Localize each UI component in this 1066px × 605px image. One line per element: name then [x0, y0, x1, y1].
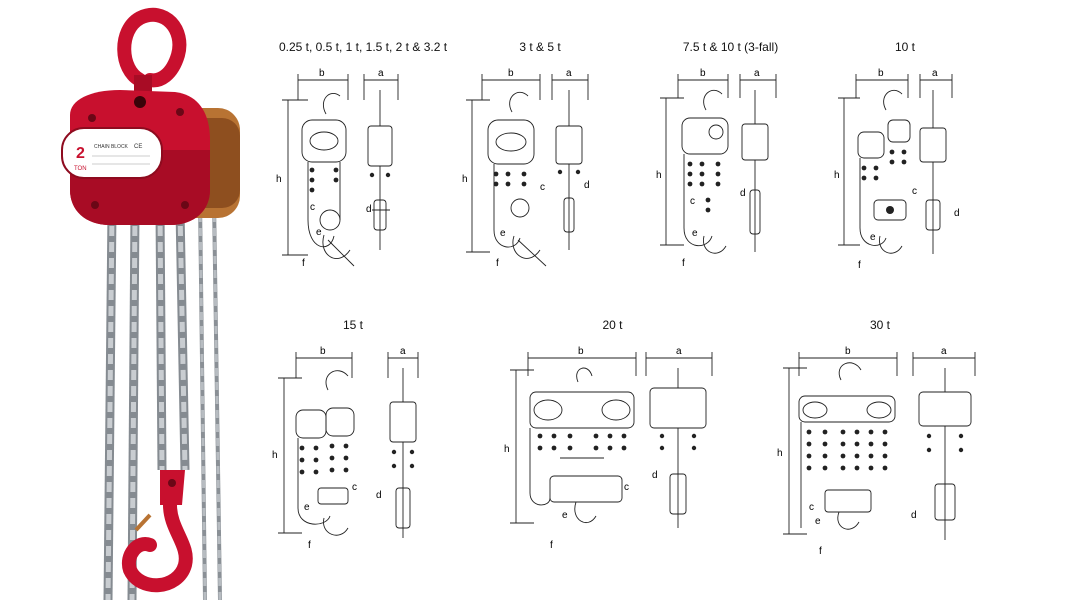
dim-label-e: e	[692, 228, 698, 239]
dimension-drawing: b a h c d e f	[272, 346, 419, 551]
dim-label-a: a	[566, 68, 572, 79]
dim-label-h: h	[272, 450, 278, 461]
chain-hoist-photo: 2 TON CHAIN BLOCK CE	[0, 0, 260, 601]
diagram-panel-p1: 0.25 t, 0.5 t, 1 t, 1.5 t, 2 t & 3.2 t	[268, 40, 458, 280]
diagram-panel-p2: 3 t & 5 t b a h c d	[460, 40, 620, 280]
dimension-drawing: b a h c d e f	[276, 68, 399, 269]
dim-label-h: h	[504, 444, 510, 455]
panel-title: 3 t & 5 t	[519, 40, 561, 54]
dimension-drawing: b a h c d e f	[777, 346, 976, 557]
dim-label-e: e	[500, 228, 506, 239]
dim-label-b: b	[320, 346, 326, 357]
dim-label-f: f	[682, 258, 685, 269]
dim-label-d: d	[954, 208, 960, 219]
dim-label-d: d	[911, 510, 917, 521]
dim-label-d: d	[652, 470, 658, 481]
diagram-panel-p4: 10 t b a h c d e f	[830, 40, 980, 280]
panel-title: 0.25 t, 0.5 t, 1 t, 1.5 t, 2 t & 3.2 t	[278, 40, 448, 54]
dim-label-b: b	[845, 346, 851, 357]
dim-label-c: c	[624, 482, 629, 493]
dim-label-d: d	[376, 490, 382, 501]
dim-label-h: h	[276, 174, 282, 185]
dim-label-b: b	[578, 346, 584, 357]
dim-label-h: h	[462, 174, 468, 185]
dim-label-b: b	[508, 68, 514, 79]
dim-label-a: a	[676, 346, 682, 357]
panel-title: 20 t	[602, 318, 623, 332]
diagram-panel-p5: 15 t b a h c d e	[268, 318, 438, 558]
dim-label-c: c	[809, 502, 814, 513]
dim-label-f: f	[819, 546, 822, 557]
dim-label-b: b	[319, 68, 325, 79]
nameplate-capacity: 2	[76, 145, 85, 162]
panel-title: 30 t	[869, 318, 890, 332]
dim-label-f: f	[550, 540, 553, 551]
dim-label-e: e	[562, 510, 568, 521]
dim-label-b: b	[878, 68, 884, 79]
panel-title: 15 t	[342, 318, 363, 332]
dim-label-d: d	[740, 188, 746, 199]
dim-label-a: a	[378, 68, 384, 79]
nameplate-model: CHAIN BLOCK	[94, 144, 129, 150]
dim-label-f: f	[308, 540, 311, 551]
dim-label-b: b	[700, 68, 706, 79]
dimension-drawing: b a h c d e f	[504, 346, 713, 551]
bottom-hook	[121, 470, 193, 593]
dim-label-c: c	[352, 482, 357, 493]
dim-label-c: c	[690, 196, 695, 207]
dim-label-c: c	[310, 202, 315, 213]
dim-label-c: c	[912, 186, 917, 197]
diagram-panel-p6: 20 t b a h c d	[500, 318, 725, 558]
dim-label-e: e	[815, 516, 821, 527]
dim-label-a: a	[400, 346, 406, 357]
dim-label-f: f	[496, 258, 499, 269]
diagram-panel-p7: 30 t b a h c	[775, 318, 985, 558]
load-chain	[103, 209, 190, 601]
dim-label-c: c	[540, 182, 545, 193]
dim-label-h: h	[777, 448, 783, 459]
nameplate-unit: TON	[74, 166, 87, 172]
dim-label-e: e	[870, 232, 876, 243]
dim-label-e: e	[304, 502, 310, 513]
dim-label-a: a	[932, 68, 938, 79]
nameplate-ce-mark: CE	[134, 144, 142, 150]
dim-label-h: h	[834, 170, 840, 181]
dimension-drawing: b a h c d e f	[656, 68, 777, 269]
dim-label-d: d	[366, 204, 372, 215]
dim-label-a: a	[754, 68, 760, 79]
dim-label-f: f	[302, 258, 305, 269]
diagram-panel-p3: 7.5 t & 10 t (3-fall) b a h c d e	[648, 40, 813, 280]
panel-title: 10 t	[894, 40, 915, 54]
dim-label-e: e	[316, 227, 322, 238]
dimension-drawing: b a h c d e f	[462, 68, 590, 269]
nameplate: 2 TON CHAIN BLOCK CE	[61, 127, 163, 179]
chain-hoist-illustration: 2 TON CHAIN BLOCK CE	[61, 7, 240, 601]
dim-label-f: f	[858, 260, 861, 271]
dim-label-a: a	[941, 346, 947, 357]
dimension-drawing: b a h c d e f	[834, 68, 960, 271]
panel-title: 7.5 t & 10 t (3-fall)	[682, 40, 779, 54]
dim-label-h: h	[656, 170, 662, 181]
dim-label-d: d	[584, 180, 590, 191]
